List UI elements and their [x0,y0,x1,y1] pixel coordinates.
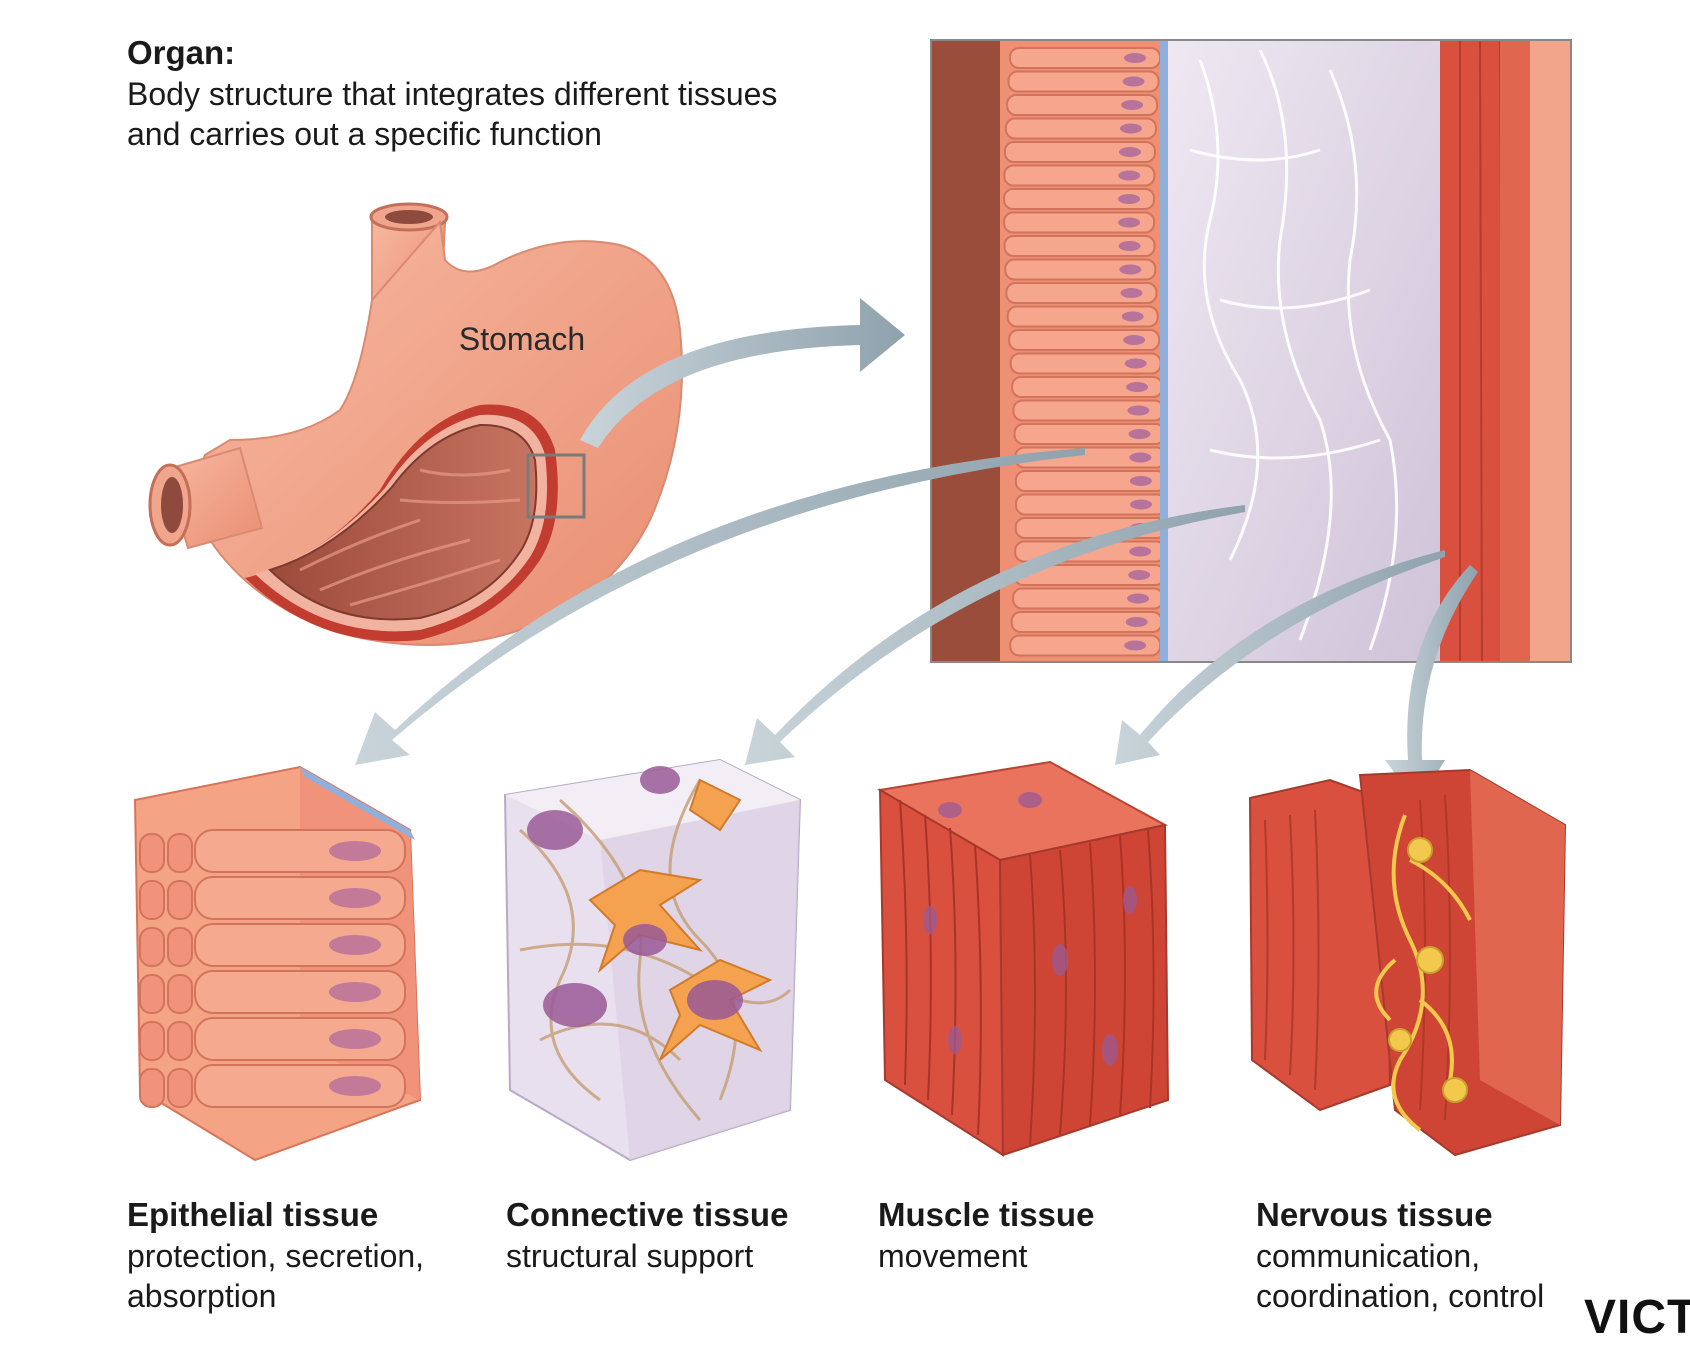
cell-nucleus [1125,617,1148,627]
epithelial-tissue-block [133,765,422,1162]
cell-nucleus [1119,123,1142,134]
cell-nucleus [1129,452,1152,463]
tissue-name: Muscle tissue [878,1196,1095,1233]
cell-nucleus [329,982,381,1002]
cell-nucleus [1120,288,1143,298]
epithelial-cell [139,1068,165,1108]
cell-nucleus [1127,405,1150,416]
cell-nucleus [1121,311,1144,322]
cell-nucleus [1118,170,1141,181]
epithelial-cell [1004,117,1157,140]
tissue-caption-epithelial: Epithelial tissue protection, secretion,… [127,1196,457,1316]
epithelial-cell [194,1017,406,1061]
epithelial-layer [1000,40,1180,662]
cell-nucleus [1127,593,1150,604]
stomach-illustration: Stomach [148,202,683,646]
epithelial-cell [1004,258,1157,281]
muscle-tissue-block [877,760,1170,1157]
cell-nucleus [1129,546,1152,557]
cell-nucleus [1118,217,1141,228]
cell-nucleus [1128,429,1151,439]
epithelial-cell [194,970,406,1014]
cell-nucleus [1118,194,1141,204]
cell-nucleus [1124,640,1147,651]
epithelial-cell [1005,282,1158,304]
epithelial-cell [1006,94,1159,116]
epithelial-cell [1008,329,1161,351]
organ-title: Organ: [127,34,236,71]
cell-nucleus [1119,264,1142,275]
tissue-function: communication, coordination, control [1256,1238,1545,1314]
tissue-name: Epithelial tissue [127,1196,379,1233]
tissue-function: protection, secretion, absorption [127,1238,425,1314]
cell-nucleus [1122,76,1145,87]
cell-nucleus [1128,570,1151,580]
cell-nucleus [329,841,381,861]
epithelial-cell [139,833,165,873]
cell-nucleus [1118,241,1141,251]
epithelial-cell [139,974,165,1014]
tissue-name: Connective tissue [506,1196,789,1233]
epithelial-cell [1003,141,1156,163]
epithelial-cell [139,1021,165,1061]
epithelial-cell [1006,305,1159,328]
epithelial-cell [1007,70,1160,93]
organ-description: Body structure that integrates different… [127,76,778,152]
stomach-label: Stomach [459,321,585,357]
epithelial-cell [194,829,406,873]
epithelial-cell [194,876,406,920]
cell-nucleus [1126,382,1149,392]
tissue-caption-nervous: Nervous tissue communication, coordinati… [1256,1196,1586,1316]
cell-nucleus [1121,100,1144,110]
cell-nucleus [1124,53,1146,63]
tissue-function: movement [878,1238,1028,1274]
arrow-to-nervous [1385,565,1478,805]
tissue-function: structural support [506,1238,754,1274]
cell-nucleus [329,935,381,955]
watermark-text: VICT [1584,1291,1690,1344]
arrow-to-muscle [1115,550,1445,765]
epithelial-cell [139,880,165,920]
epithelial-cell [167,833,193,873]
cell-nucleus [1124,358,1147,369]
epithelial-cell [1003,164,1156,187]
epithelial-cell [167,974,193,1014]
nervous-tissue-block [1248,768,1567,1157]
epithelial-cell [139,927,165,967]
epithelial-cell [194,923,406,967]
cell-nucleus [329,1029,381,1049]
epithelial-cell [1003,188,1156,210]
connective-tissue-block [503,758,802,1162]
cell-nucleus [1129,499,1152,510]
epithelial-cell [1003,235,1156,257]
cell-nucleus [329,1076,381,1096]
tissue-name: Nervous tissue [1256,1196,1493,1233]
tissue-caption-muscle: Muscle tissue movement [878,1196,1208,1276]
arrow-to-magnified [580,298,905,448]
cell-nucleus [1118,147,1141,157]
epithelial-cell [194,1064,406,1108]
epithelial-cell [167,1021,193,1061]
arrows [355,298,1478,805]
cell-nucleus [1129,476,1152,486]
tissue-caption-connective: Connective tissue structural support [506,1196,836,1276]
epithelial-cell [167,1068,193,1108]
cell-nucleus [1123,335,1146,345]
epithelial-cell [1003,211,1156,234]
epithelial-cell [167,880,193,920]
cell-nucleus [329,888,381,908]
epithelial-cell [167,927,193,967]
